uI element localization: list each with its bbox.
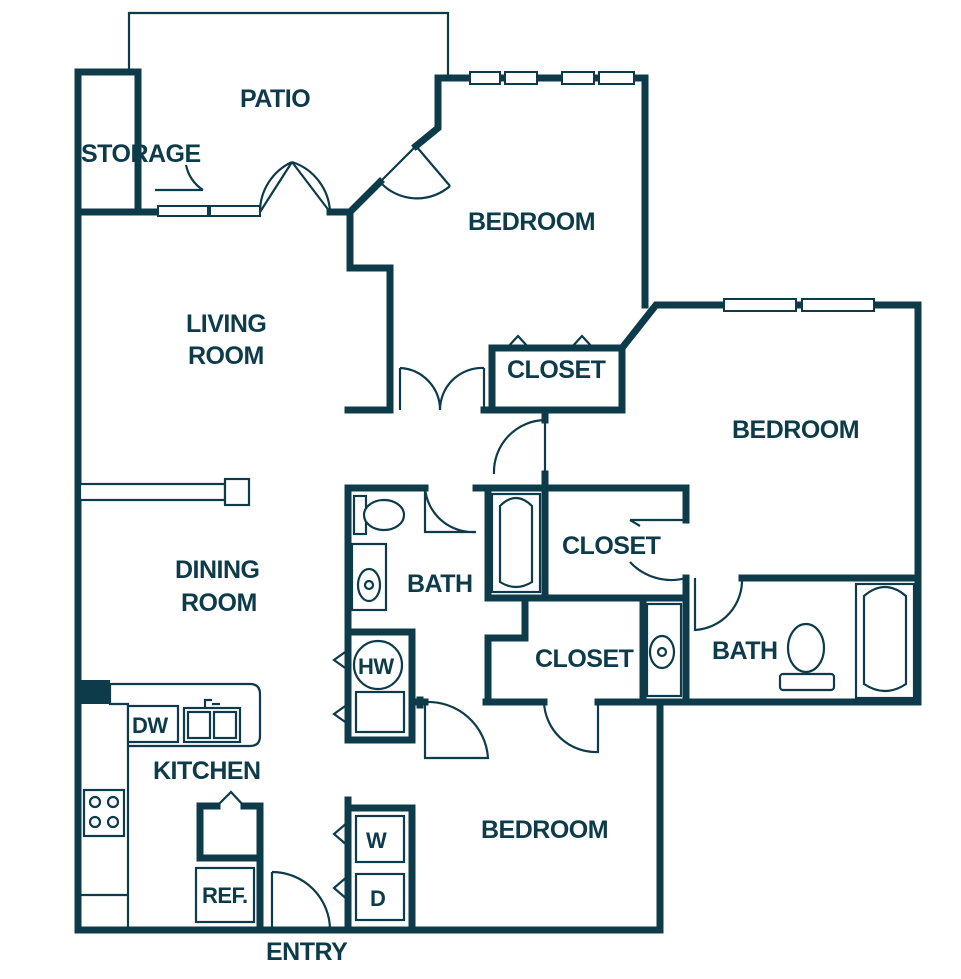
wall-laundry [344,796,416,934]
label-dw: DW [132,713,168,738]
refrigerator-icon [194,866,256,924]
label-living-line1: LIVING [186,310,266,338]
sink-icon [350,542,388,612]
label-washer: W [366,828,387,853]
label-bedroom-2: BEDROOM [732,416,859,444]
label-hw: HW [358,654,394,679]
toilet-icon [778,622,836,692]
dryer-icon [354,872,406,922]
label-bedroom-1: BEDROOM [468,208,595,236]
washer-icon [354,814,406,864]
label-storage: STORAGE [81,140,201,168]
wall-closet2 [541,574,690,602]
wall-left-outer [74,68,922,934]
label-ref: REF. [202,883,248,908]
stove-icon [78,746,130,930]
label-entry: ENTRY [266,938,348,966]
label-closet-3: CLOSET [535,645,634,673]
wall-storage [74,68,142,216]
label-dining-line1: DINING [175,556,260,584]
door-swing-icon [155,145,744,931]
wall-bedroom1-lower [344,208,394,414]
wall-tub1-right [484,484,549,602]
water-heater-icon [352,639,404,691]
wall-bedroom1-left [326,177,385,216]
wall-bath1 [344,484,416,744]
label-kitchen: KITCHEN [153,757,261,785]
toilet-icon [352,494,406,536]
sink-icon [645,602,683,698]
label-patio: PATIO [240,85,310,113]
wall-pantry [196,802,264,862]
patio-outline [127,11,450,76]
label-dryer: D [370,886,385,911]
label-bath-2: BATH [712,637,778,665]
counter-bar [78,477,251,507]
wall-closet1 [488,344,626,414]
label-bedroom-3: BEDROOM [481,816,608,844]
window-icon [157,71,875,312]
hw-closet-shelf [354,690,406,734]
label-living-line2: ROOM [188,342,264,370]
kitchen-counter [108,682,262,748]
bathtub-icon [490,492,542,594]
wall-bedroom1 [411,74,649,309]
label-dining-line2: ROOM [181,589,257,617]
kitchen-wall-block [78,680,110,704]
label-bath-1: BATH [407,570,473,598]
label-closet-2: CLOSET [562,532,661,560]
bathtub-icon [854,582,916,700]
wall-closet3 [484,594,548,706]
label-closet-1: CLOSET [507,356,606,384]
